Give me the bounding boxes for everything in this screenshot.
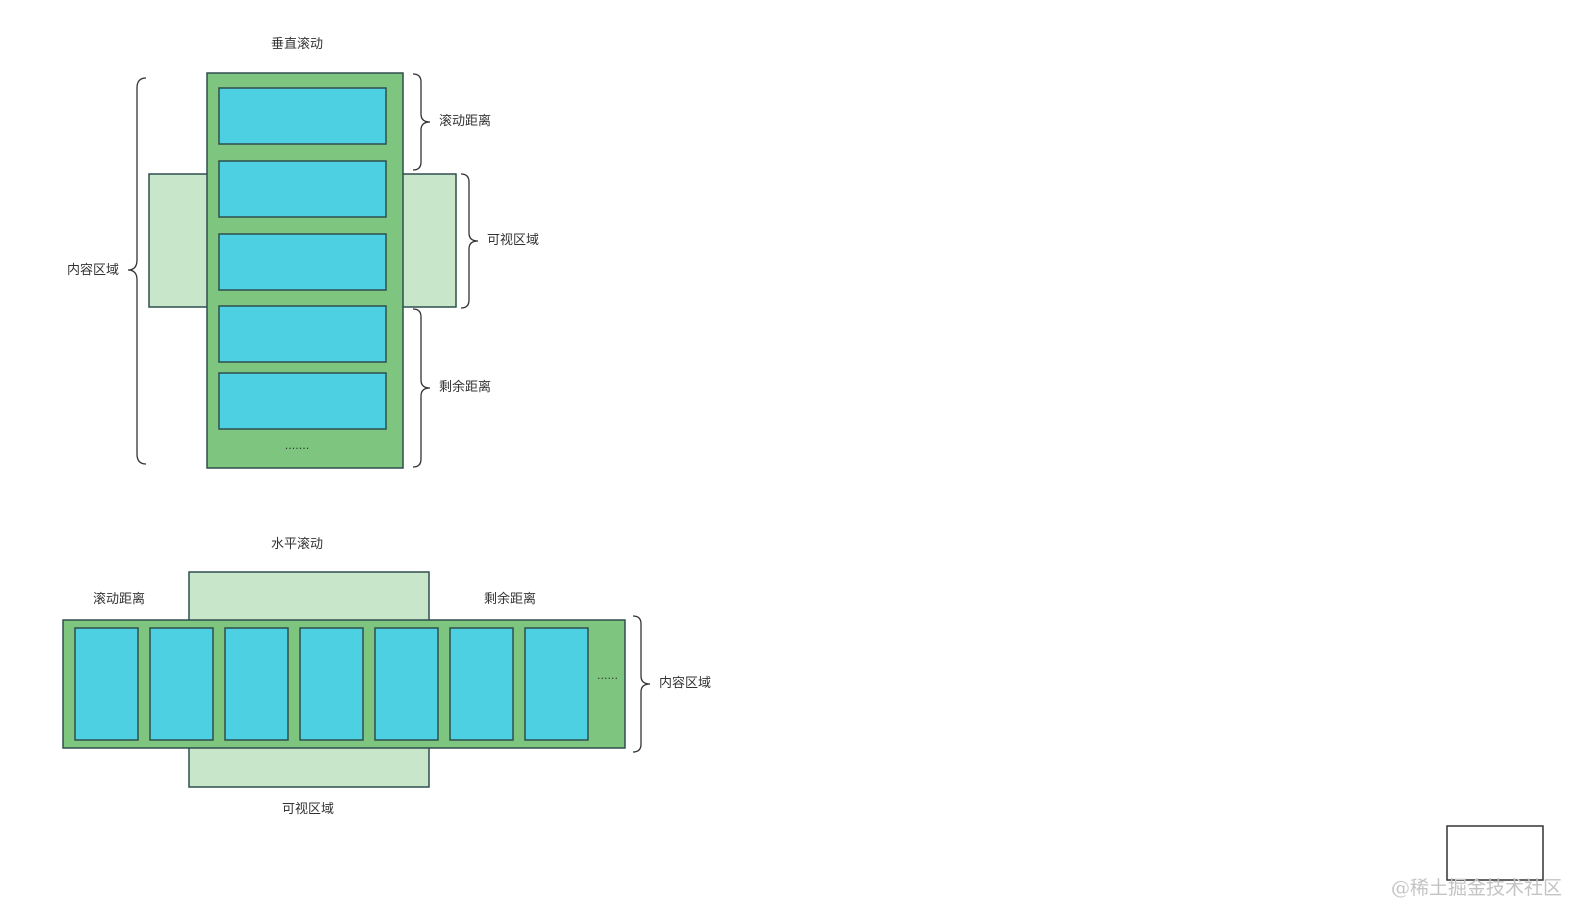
vertical-item-4 xyxy=(218,305,387,363)
vertical-scroll-distance-label: 滚动距离 xyxy=(439,114,492,129)
horizontal-content-area-brace xyxy=(632,615,651,753)
horizontal-item-5 xyxy=(374,627,439,741)
vertical-ellipsis: ....... xyxy=(284,439,310,452)
horizontal-ellipsis: ...... xyxy=(597,669,618,682)
vertical-scroll-diagram xyxy=(127,72,479,469)
vertical-remaining-distance-label: 剩余距离 xyxy=(439,380,492,395)
vertical-visible-area-right xyxy=(401,173,457,308)
horizontal-scroll-distance-label: 滚动距离 xyxy=(92,592,146,607)
horizontal-item-1 xyxy=(74,627,139,741)
vertical-visible-area-label: 可视区域 xyxy=(487,233,540,248)
horizontal-visible-area-bottom xyxy=(188,745,430,788)
watermark: @稀土掘金技术社区 xyxy=(1390,877,1562,899)
vertical-content-area-label: 内容区域 xyxy=(67,263,120,278)
vertical-title: 垂直滚动 xyxy=(270,37,324,52)
horizontal-item-6 xyxy=(449,627,514,741)
vertical-visible-area-left xyxy=(148,173,210,308)
vertical-item-3 xyxy=(218,233,387,291)
horizontal-item-2 xyxy=(149,627,214,741)
vertical-scroll-distance-brace xyxy=(412,73,431,171)
horizontal-item-4 xyxy=(299,627,364,741)
vertical-remaining-distance-brace xyxy=(412,308,431,468)
horizontal-content-area-label: 内容区域 xyxy=(659,676,712,691)
corner-empty-box xyxy=(1446,825,1544,881)
horizontal-item-7 xyxy=(524,627,589,741)
horizontal-scroll-diagram xyxy=(62,571,651,788)
horizontal-visible-area-top xyxy=(188,571,430,623)
vertical-item-2 xyxy=(218,160,387,218)
horizontal-item-3 xyxy=(224,627,289,741)
horizontal-visible-area-label: 可视区域 xyxy=(281,802,335,817)
vertical-item-1 xyxy=(218,87,387,145)
horizontal-title: 水平滚动 xyxy=(270,537,324,552)
vertical-visible-area-brace xyxy=(460,173,479,309)
horizontal-remaining-distance-label: 剩余距离 xyxy=(483,592,537,607)
vertical-content-area-brace xyxy=(127,77,147,465)
vertical-item-5 xyxy=(218,372,387,430)
